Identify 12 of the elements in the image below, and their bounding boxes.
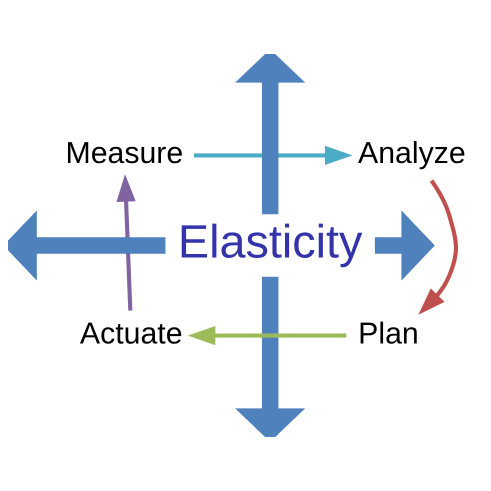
node-text: Elasticity — [178, 215, 362, 268]
arrow — [8, 210, 166, 281]
arrow — [235, 54, 306, 214]
node-text: Measure — [66, 137, 184, 170]
arrow — [418, 179, 458, 315]
arrow — [194, 146, 353, 166]
node-text: Analyze — [358, 137, 466, 170]
node-text: Actuate — [80, 317, 183, 350]
arrow — [235, 276, 306, 437]
arrow — [188, 326, 346, 346]
node-text: Plan — [358, 317, 419, 350]
arrow — [374, 210, 435, 281]
